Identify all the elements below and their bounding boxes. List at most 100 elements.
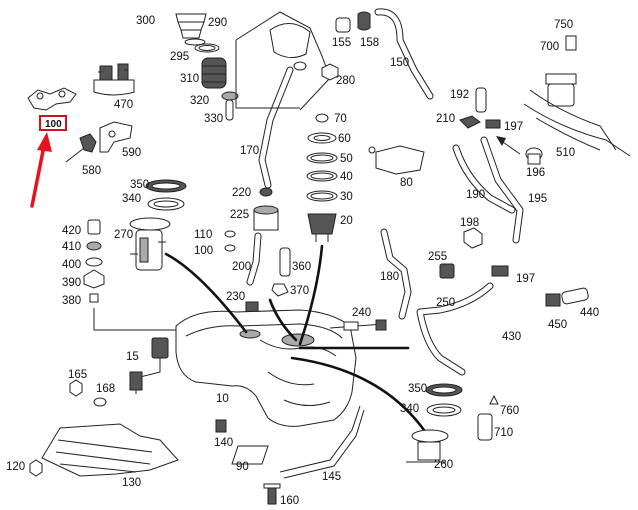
pump-assembly-700 xyxy=(523,35,631,157)
filler-pin xyxy=(225,99,234,121)
bracket-80 xyxy=(368,145,425,175)
vent-tube-150 xyxy=(374,8,434,100)
routing-line-5 xyxy=(268,298,298,342)
red-pointer-arrow xyxy=(30,132,52,208)
label-200: 200 xyxy=(232,261,251,273)
label-170: 170 xyxy=(240,145,259,157)
filler-sleeve xyxy=(201,57,227,89)
clamp-450 xyxy=(545,293,561,307)
label-230: 230 xyxy=(226,291,245,303)
lock-ring-340-left xyxy=(147,197,185,211)
filler-rubber-boot xyxy=(175,13,207,46)
label-320: 320 xyxy=(190,95,209,107)
label-70: 70 xyxy=(334,113,347,125)
label-760: 760 xyxy=(500,405,519,417)
clip-100 xyxy=(224,244,236,252)
part-710 xyxy=(477,413,493,441)
nut-280 xyxy=(321,63,339,81)
label-400: 400 xyxy=(62,259,81,271)
clamp-210 xyxy=(459,115,481,129)
label-255: 255 xyxy=(428,251,447,263)
label-700: 700 xyxy=(540,41,559,53)
seal-ring-350-left xyxy=(145,179,187,193)
label-160: 160 xyxy=(280,495,299,507)
highlighted-part-callout[interactable]: 100 xyxy=(39,115,67,131)
washer-168 xyxy=(93,397,107,407)
label-210: 210 xyxy=(436,113,455,125)
shield-130 xyxy=(41,423,179,477)
tube-360 xyxy=(279,247,291,277)
label-360: 360 xyxy=(292,261,311,273)
cap-155 xyxy=(335,17,351,33)
label-380: 380 xyxy=(62,295,81,307)
label-15: 15 xyxy=(126,351,139,363)
label-158: 158 xyxy=(360,37,379,49)
hose-200 xyxy=(246,232,262,286)
label-180: 180 xyxy=(380,271,399,283)
label-250: 250 xyxy=(436,297,455,309)
label-198: 198 xyxy=(460,217,479,229)
label-390: 390 xyxy=(62,277,81,289)
clamp-197-top xyxy=(485,119,501,129)
label-295: 295 xyxy=(170,51,189,63)
label-430: 430 xyxy=(502,331,521,343)
part-labels: 300 290 295 310 320 330 155 158 150 280 … xyxy=(6,15,599,507)
label-150: 150 xyxy=(390,57,409,69)
label-750: 750 xyxy=(554,19,573,31)
label-192: 192 xyxy=(450,89,469,101)
label-220: 220 xyxy=(232,187,251,199)
label-340-left: 340 xyxy=(122,193,141,205)
label-290: 290 xyxy=(208,17,227,29)
label-510: 510 xyxy=(556,147,575,159)
connector-15 xyxy=(129,337,169,394)
pump-flange-260 xyxy=(406,429,449,463)
label-440: 440 xyxy=(580,307,599,319)
label-100: 100 xyxy=(194,245,213,257)
fuel-pump-270 xyxy=(129,217,171,271)
label-340-right: 340 xyxy=(400,403,419,415)
label-410: 410 xyxy=(62,241,81,253)
label-10: 10 xyxy=(216,393,229,405)
part-196 xyxy=(525,147,543,165)
label-330: 330 xyxy=(204,113,223,125)
label-140: 140 xyxy=(214,437,233,449)
gasket-50 xyxy=(306,152,338,164)
label-120: 120 xyxy=(6,461,25,473)
part-198 xyxy=(463,227,483,249)
label-50: 50 xyxy=(340,153,353,165)
label-60: 60 xyxy=(338,133,351,145)
label-310: 310 xyxy=(180,73,199,85)
wiring-harness-clip xyxy=(27,87,77,111)
routing-line-1 xyxy=(164,252,248,334)
label-580: 580 xyxy=(82,165,101,177)
label-130: 130 xyxy=(122,477,141,489)
pump-small-parts xyxy=(83,219,105,303)
hose-195 xyxy=(480,136,524,244)
label-197-top: 197 xyxy=(504,121,523,133)
label-145: 145 xyxy=(322,471,341,483)
routing-line-2 xyxy=(298,244,324,346)
part-220 xyxy=(259,187,273,197)
part-255 xyxy=(439,263,455,279)
clamp-197-mid xyxy=(491,265,509,277)
label-80: 80 xyxy=(400,177,413,189)
label-90: 90 xyxy=(236,461,249,473)
label-155: 155 xyxy=(332,37,351,49)
label-260: 260 xyxy=(434,459,453,471)
seal-ring-350-right xyxy=(425,383,463,397)
label-350-left: 350 xyxy=(130,179,149,191)
pad-90 xyxy=(231,445,269,465)
gasket-40 xyxy=(306,170,338,182)
routing-line-3 xyxy=(290,356,426,432)
label-710: 710 xyxy=(494,427,513,439)
hose-180 xyxy=(380,228,412,320)
clip-110 xyxy=(224,230,236,238)
highlighted-part-label: 100 xyxy=(45,119,62,130)
label-40: 40 xyxy=(340,171,353,183)
clip-140 xyxy=(215,419,227,433)
label-197-mid: 197 xyxy=(516,273,535,285)
sender-unit-470 xyxy=(93,63,135,96)
label-370: 370 xyxy=(290,285,309,297)
label-240: 240 xyxy=(352,307,371,319)
bracket-590 xyxy=(99,121,133,153)
